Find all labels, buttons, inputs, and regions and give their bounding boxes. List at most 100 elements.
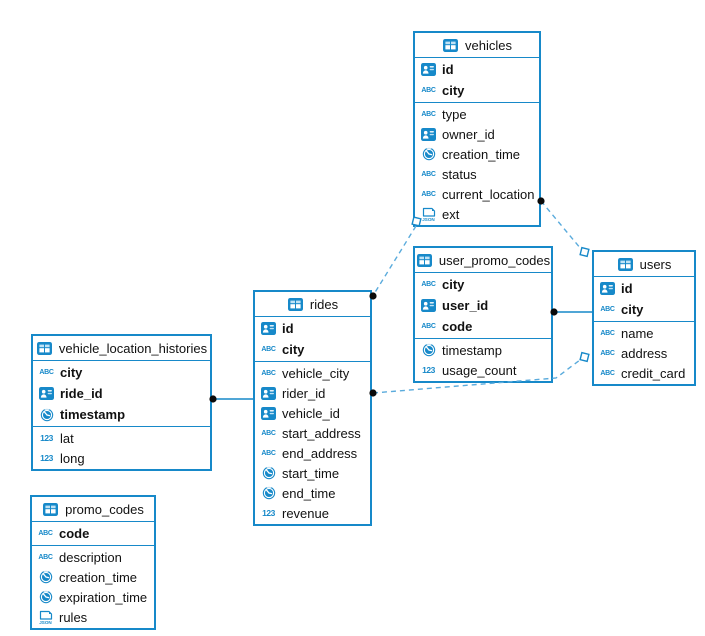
person-id-icon [39,387,54,400]
column-expiration_time[interactable]: expiration_time [32,587,154,607]
column-name: rules [59,609,88,625]
column-name: description [59,549,122,565]
column-id[interactable]: id [415,59,539,80]
column-name: vehicle_id [282,405,340,421]
person-id-icon [421,127,436,141]
abc-icon: ABC [421,110,436,118]
table-header[interactable]: rides [255,292,370,317]
column-name: id [282,321,294,336]
column-user_id[interactable]: user_id [415,295,551,316]
column-id[interactable]: id [255,318,370,339]
table-title: vehicles [465,37,512,53]
column-creation_time[interactable]: creation_time [415,144,539,164]
column-owner_id[interactable]: owner_id [415,124,539,144]
column-city[interactable]: ABC city [33,362,210,383]
column-name: address [621,345,668,361]
column-name: city [60,365,83,380]
column-name: owner_id [442,126,495,142]
abc-icon: ABC [38,530,53,537]
table-header[interactable]: vehicle_location_histories [33,336,210,361]
column-name: city [282,342,305,357]
abc-icon: ABC [421,281,436,288]
column-end_time[interactable]: end_time [255,483,370,503]
table-header[interactable]: promo_codes [32,497,154,522]
table-title: users [639,256,672,272]
table-header[interactable]: user_promo_codes [415,248,551,273]
column-ext[interactable]: JSON ext [415,204,539,224]
column-vehicle_id[interactable]: vehicle_id [255,403,370,423]
table-icon [443,38,459,52]
json-icon: JSON [422,207,435,221]
table-icon [617,257,633,271]
column-name: creation_time [442,146,521,162]
table-header[interactable]: vehicles [415,33,539,58]
column-rider_id[interactable]: rider_id [255,383,370,403]
column-vehicle_city[interactable]: ABC vehicle_city [255,363,370,383]
column-rules[interactable]: JSON rules [32,607,154,627]
123-icon: 123 [40,432,53,443]
123-icon: 123 [262,507,275,518]
table-icon [36,341,52,355]
column-start_time[interactable]: start_time [255,463,370,483]
column-city[interactable]: ABC city [415,274,551,295]
abc-icon: ABC [261,369,276,377]
svg-text:JSON: JSON [39,619,52,624]
column-name: id [621,281,633,296]
column-name: city [442,277,465,292]
primary-key-section: ABC city ride_id timestamp [33,361,210,427]
column-ride_id[interactable]: ride_id [33,383,210,404]
column-name: long [60,450,85,466]
column-name: vehicle_city [282,365,350,381]
column-description[interactable]: ABC description [32,547,154,567]
column-id[interactable]: id [594,278,694,299]
table-header[interactable]: users [594,252,694,277]
column-timestamp[interactable]: timestamp [33,404,210,425]
clock-icon [40,408,53,421]
table-title: rides [309,296,339,312]
table-icon [43,502,59,516]
abc-icon: ABC [39,369,54,376]
column-timestamp[interactable]: timestamp [415,340,551,360]
person-id-icon [600,282,615,295]
column-name: creation_time [59,569,138,585]
column-creation_time[interactable]: creation_time [32,567,154,587]
column-name: rider_id [282,385,326,401]
column-name: timestamp [442,342,502,358]
abc-icon: ABC [421,323,436,330]
person-id-icon [261,386,276,400]
clock-icon [262,466,275,480]
abc-icon: ABC [600,369,615,377]
abc-icon: ABC [421,87,436,94]
abc-icon: ABC [38,553,53,561]
